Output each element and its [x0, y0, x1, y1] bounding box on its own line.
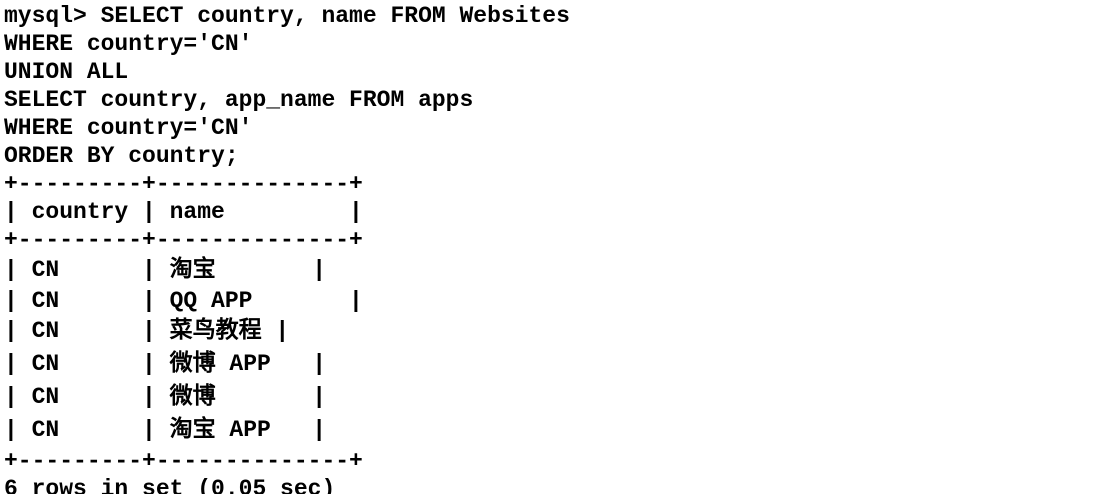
status-line: 6 rows in set (0.05 sec) — [4, 476, 336, 494]
query-line-where-1: WHERE country='CN' — [4, 31, 253, 57]
query-line-select-2: SELECT country, app_name FROM apps — [4, 87, 474, 113]
table-row: | CN | 淘宝 | — [4, 257, 327, 283]
table-row: | CN | 淘宝 APP | — [4, 417, 327, 443]
table-top-border: +---------+--------------+ — [4, 171, 363, 197]
query-line-where-2: WHERE country='CN' — [4, 115, 253, 141]
table-row: | CN | 微博 APP | — [4, 351, 327, 377]
table-row: | CN | 微博 | — [4, 384, 327, 410]
table-bottom-border: +---------+--------------+ — [4, 448, 363, 474]
table-header-row: | country | name | — [4, 199, 363, 225]
mysql-prompt-line: mysql> SELECT country, name FROM Website… — [4, 3, 570, 29]
table-header-border: +---------+--------------+ — [4, 227, 363, 253]
table-row: | CN | 菜鸟教程 | — [4, 318, 290, 344]
query-line-order-by: ORDER BY country; — [4, 143, 239, 169]
query-line-union-all: UNION ALL — [4, 59, 129, 85]
table-row: | CN | QQ APP | — [4, 288, 363, 314]
